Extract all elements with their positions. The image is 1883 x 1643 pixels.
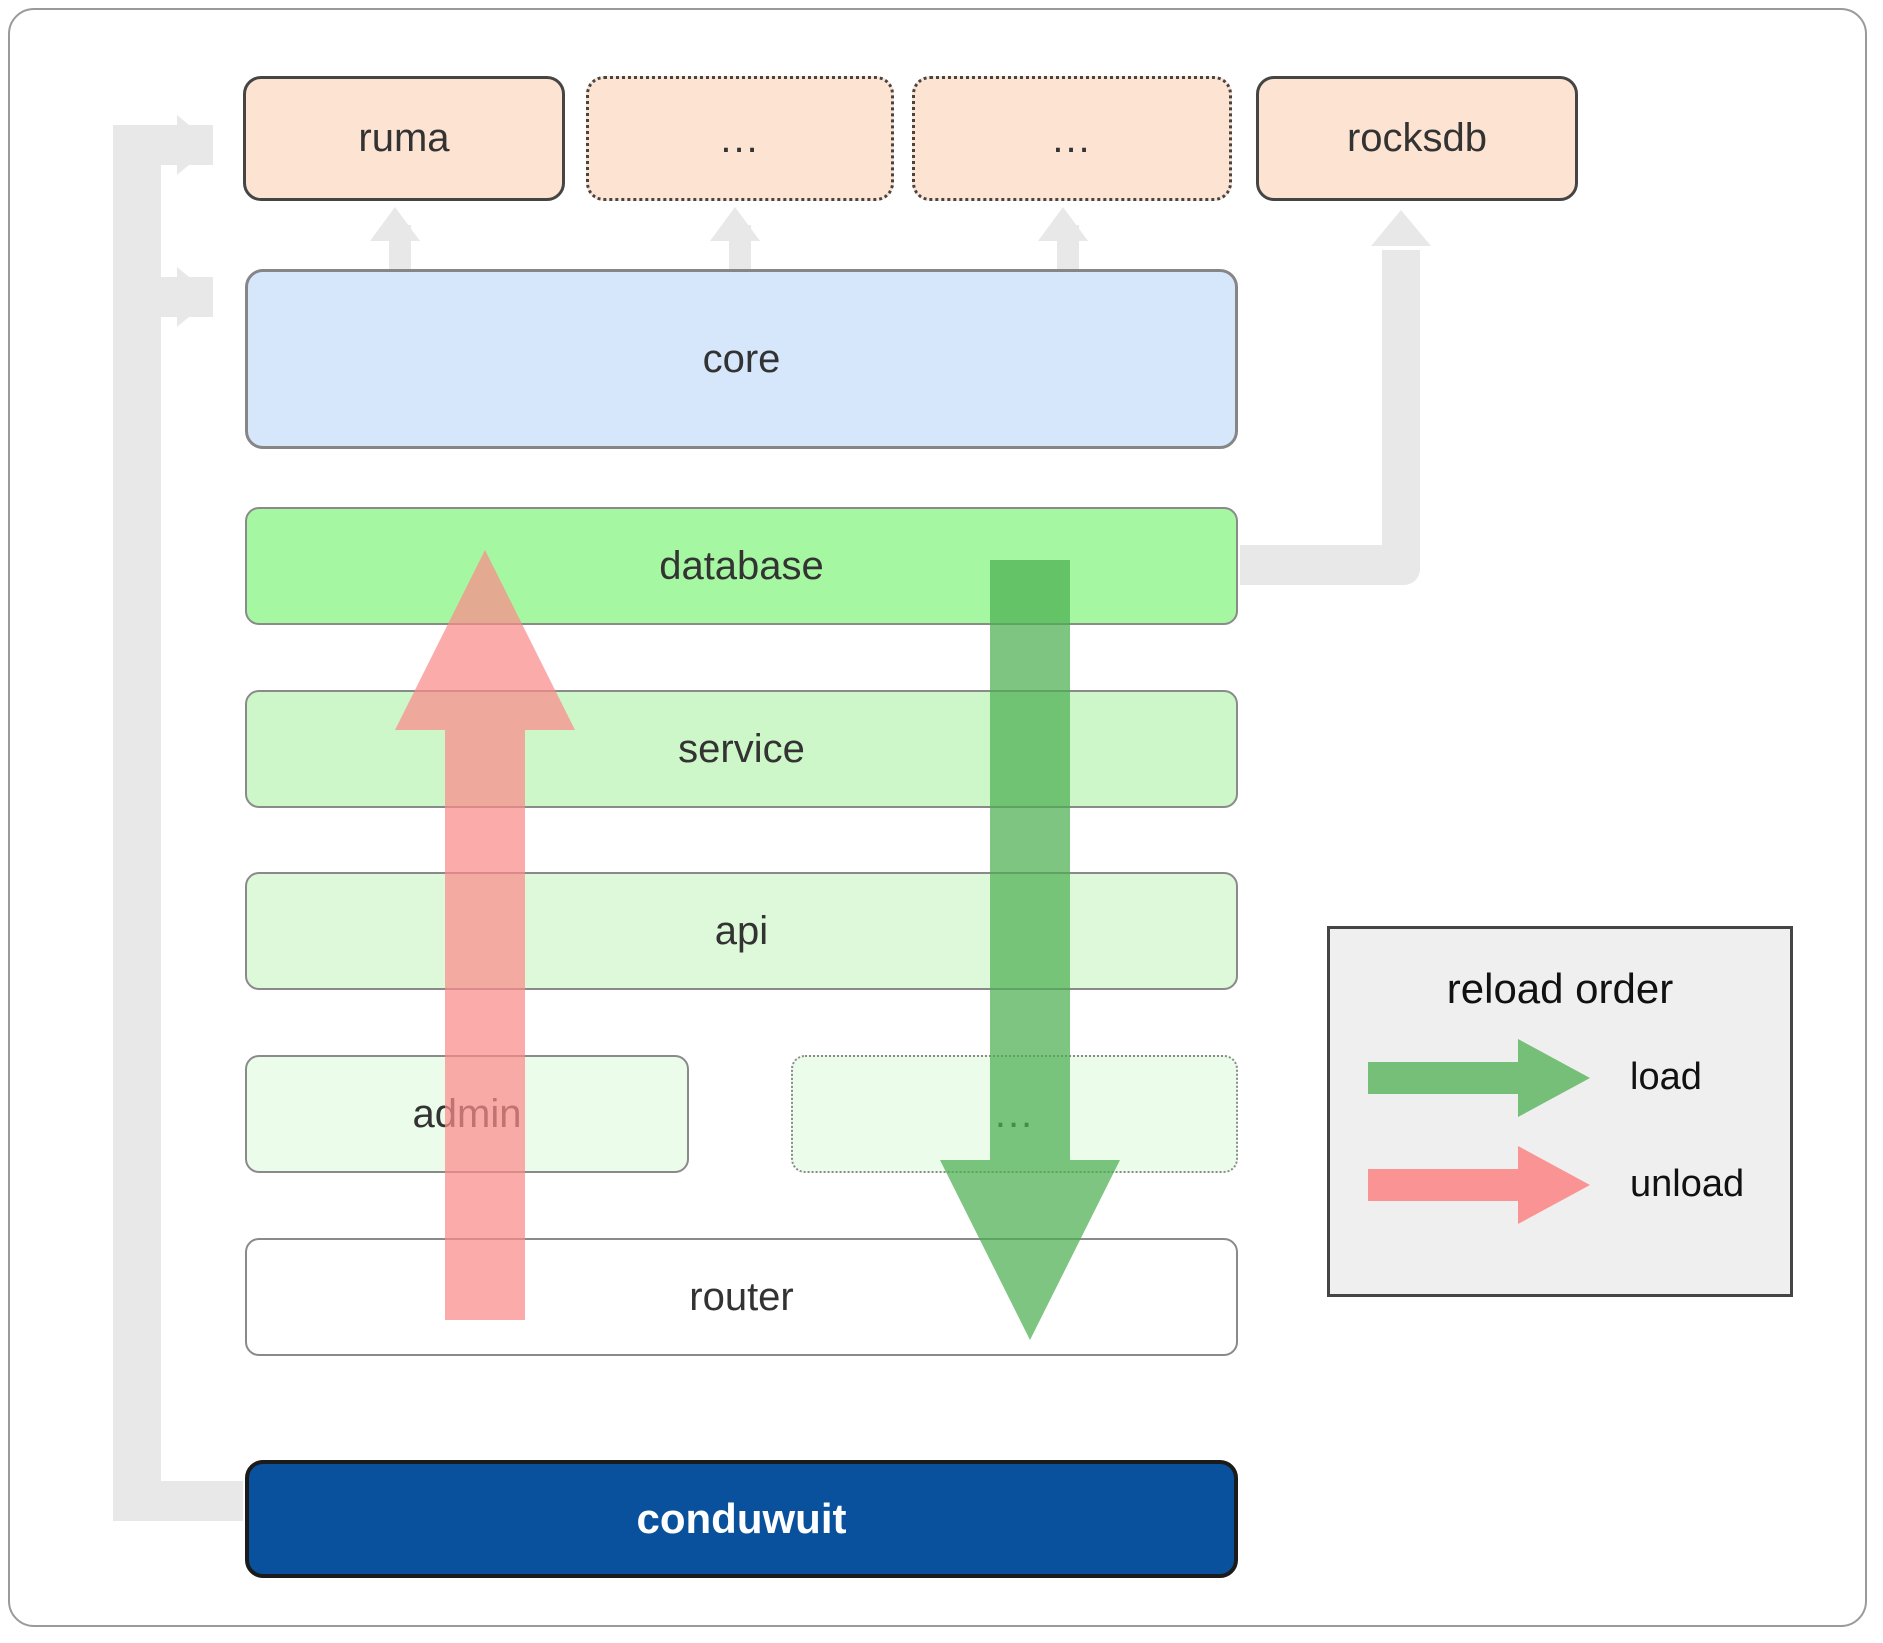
node-conduwuit-label: conduwuit bbox=[636, 1495, 847, 1542]
diagram-frame bbox=[8, 8, 1867, 1627]
node-admin[interactable]: admin bbox=[245, 1055, 689, 1173]
legend-load-arrow-icon bbox=[1368, 1039, 1590, 1117]
node-router-label: router bbox=[689, 1274, 794, 1319]
connector-core-to-dep2-arrowhead bbox=[710, 207, 760, 241]
node-core[interactable]: core bbox=[245, 269, 1238, 449]
node-dependency-ellipsis-2[interactable]: ... bbox=[912, 76, 1232, 201]
connector-database-to-rocksdb-vertical bbox=[1382, 250, 1420, 570]
connector-left-vertical bbox=[113, 125, 161, 1520]
node-ruma-label: ruma bbox=[358, 116, 450, 160]
legend-unload-arrow-icon bbox=[1368, 1146, 1590, 1224]
connector-core-to-dep3-arrowhead bbox=[1038, 207, 1088, 241]
connector-rocksdb-arrowhead bbox=[1371, 210, 1431, 246]
legend-panel: reload order load unload bbox=[1327, 926, 1793, 1297]
node-dependency-ellipsis-1[interactable]: ... bbox=[586, 76, 894, 201]
node-api[interactable]: api bbox=[245, 872, 1238, 990]
node-ruma[interactable]: ruma bbox=[243, 76, 565, 201]
node-dependency-ellipsis-2-label: ... bbox=[1052, 116, 1092, 161]
connector-core-to-ruma-arrowhead bbox=[370, 207, 420, 241]
node-dependency-ellipsis-1-label: ... bbox=[720, 116, 760, 161]
connector-to-ruma-arrowhead bbox=[177, 115, 213, 175]
node-rocksdb[interactable]: rocksdb bbox=[1256, 76, 1578, 201]
node-api-label: api bbox=[714, 908, 769, 953]
node-router[interactable]: router bbox=[245, 1238, 1238, 1356]
legend-unload-label: unload bbox=[1630, 1163, 1745, 1205]
node-service-label: service bbox=[678, 726, 805, 771]
connector-to-core-arrowhead bbox=[177, 267, 213, 327]
legend-load-label: load bbox=[1630, 1056, 1702, 1098]
node-layer-ellipsis[interactable]: ... bbox=[791, 1055, 1238, 1173]
connector-from-conduwuit bbox=[113, 1481, 243, 1521]
node-core-label: core bbox=[702, 336, 781, 381]
node-conduwuit[interactable]: conduwuit bbox=[245, 1460, 1238, 1578]
node-rocksdb-label: rocksdb bbox=[1346, 116, 1488, 160]
node-layer-ellipsis-label: ... bbox=[994, 1092, 1035, 1136]
node-admin-label: admin bbox=[412, 1091, 522, 1136]
node-database[interactable]: database bbox=[245, 507, 1238, 625]
node-database-label: database bbox=[659, 543, 824, 588]
legend-title: reload order bbox=[1446, 965, 1674, 1012]
node-service[interactable]: service bbox=[245, 690, 1238, 808]
